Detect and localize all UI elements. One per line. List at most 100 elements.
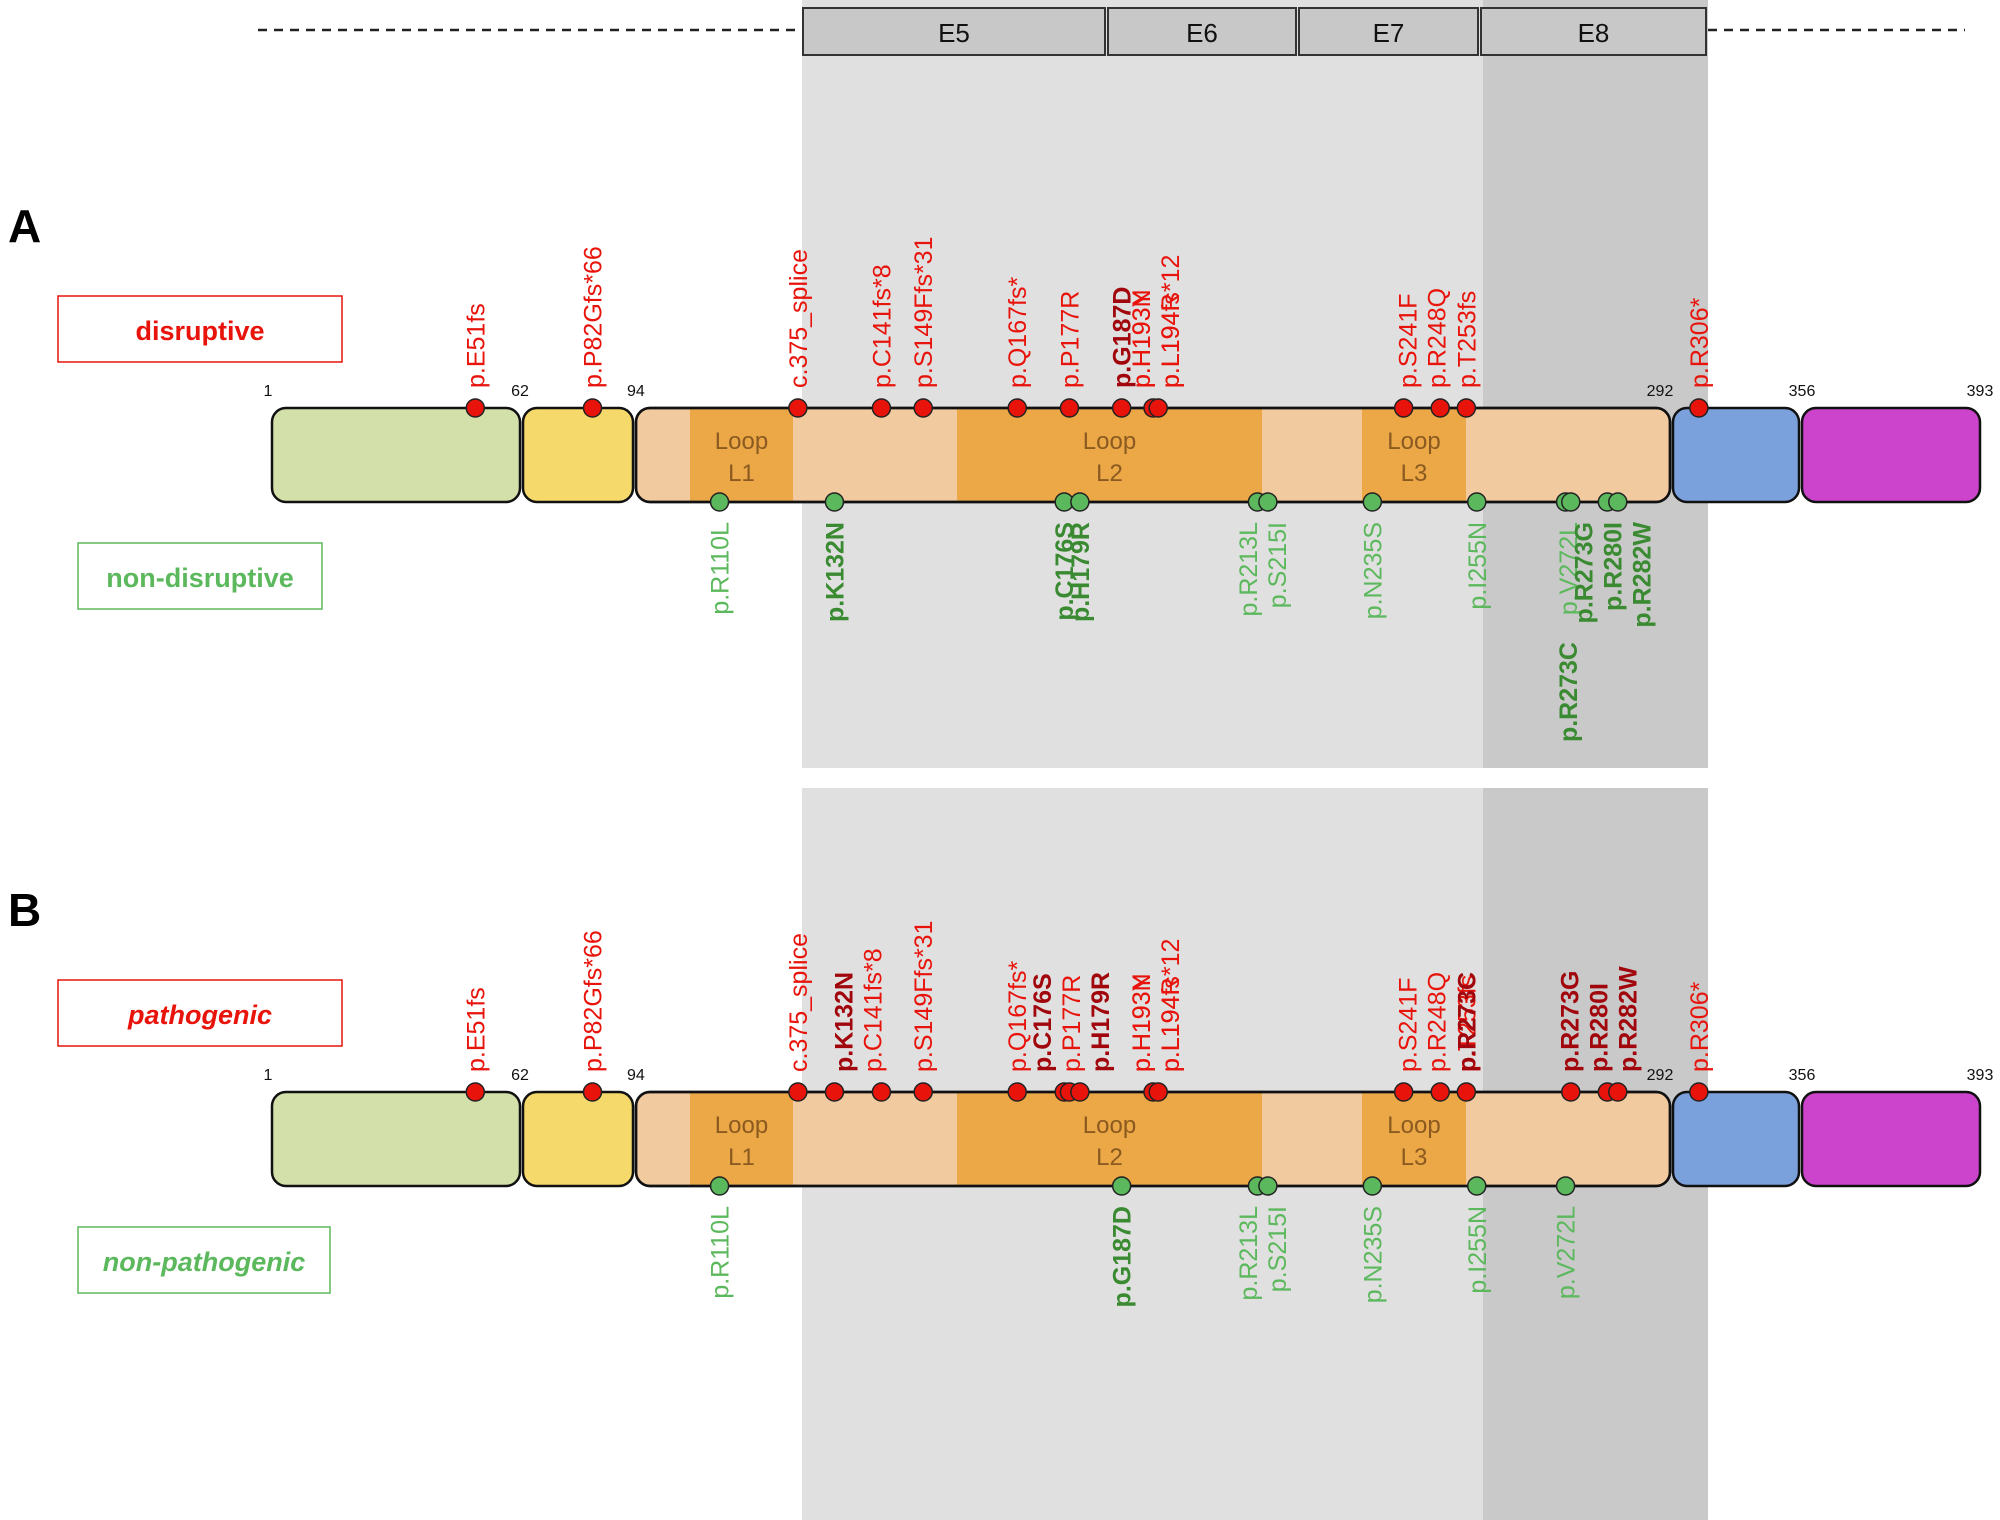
domain-1-62	[270, 1090, 522, 1188]
mutation-dot	[788, 1082, 808, 1102]
loop-label-line1: Loop	[715, 1112, 768, 1139]
mutation-label: c.375_splice	[785, 249, 813, 388]
mutation-dot	[1430, 398, 1450, 418]
domain-62-94	[521, 1090, 635, 1188]
mutation-dot	[1070, 492, 1090, 512]
mutation-label: p.R280I	[1600, 522, 1628, 611]
mutation-label: p.V272L	[1555, 522, 1583, 615]
mutation-dot	[1393, 398, 1414, 418]
residue-boundary-label: 393	[1967, 383, 1994, 400]
mutation-dot	[1689, 398, 1709, 418]
mutation-label: p.R273G	[1557, 971, 1585, 1072]
mutation-label: p.C141fs*8	[868, 264, 896, 388]
category-box-top	[57, 979, 343, 1047]
residue-boundary-label: 356	[1789, 1067, 1816, 1084]
mutation-label: p.Q167fs*	[1004, 277, 1032, 388]
domain-292-356	[1671, 406, 1801, 504]
mutation-label: p.S149Ffs*31	[910, 237, 938, 389]
mutation-label: p.P177R	[1058, 975, 1086, 1072]
mutation-label: p.R273G	[1571, 522, 1599, 623]
mutation-label: p.R282W	[1629, 522, 1657, 628]
residue-boundary-label: 356	[1789, 383, 1816, 400]
exon-label: E8	[1578, 18, 1610, 48]
loop-region	[957, 409, 1262, 501]
mutation-dot	[1007, 1082, 1027, 1102]
loop-region	[690, 1093, 793, 1185]
mutation-label: p.H193Y	[1128, 974, 1156, 1072]
mutation-label: p.V272L	[1553, 1206, 1581, 1299]
mutation-label: p.S241F	[1394, 977, 1422, 1072]
loop-label-line2: L3	[1401, 1144, 1428, 1171]
residue-boundary-label: 94	[627, 1067, 645, 1084]
exon-box	[1107, 7, 1297, 56]
mutation-label: p.P82Gfs*66	[580, 930, 608, 1072]
exon-label: E5	[938, 18, 970, 48]
domain-356-393	[1800, 406, 1982, 504]
panels-layer: Adisruptivenon-disruptiveLoopL1LoopL2Loo…	[8, 200, 1993, 1307]
loop-label-line2: L1	[728, 460, 755, 487]
residue-boundary-label: 62	[511, 383, 529, 400]
mutation-dot	[1689, 1082, 1709, 1102]
residue-boundary-label: 292	[1647, 1067, 1674, 1084]
mutation-label: p.S149Ffs*31	[910, 921, 938, 1073]
mutation-dot	[582, 1082, 603, 1102]
loop-region	[1362, 1093, 1466, 1185]
category-label-top: pathogenic	[127, 1000, 272, 1030]
mutation-dot	[824, 1082, 845, 1102]
mutation-dot	[1362, 492, 1383, 512]
mutation-label: p.I255N	[1464, 522, 1492, 610]
mutation-dot	[871, 1082, 892, 1102]
mutation-label: p.C176S	[1051, 522, 1079, 621]
loop-region	[1362, 409, 1466, 501]
mutation-label: p.R306*	[1686, 981, 1714, 1072]
exon-box	[802, 7, 1106, 56]
mutation-label: p.C176S	[1029, 973, 1057, 1072]
loop-label-line2: L1	[728, 1144, 755, 1171]
panel-letter: B	[8, 884, 41, 936]
residue-boundary-label: 1	[264, 1067, 273, 1084]
exon-shade-a	[802, 0, 1483, 768]
mutation-dot	[1561, 1082, 1581, 1102]
mutation-label: p.R110L	[707, 1206, 735, 1299]
mutation-label: p.N235S	[1359, 522, 1387, 619]
domain-1-62	[270, 406, 522, 504]
panel-letter: A	[8, 200, 41, 252]
mutation-dot	[1070, 1082, 1090, 1102]
mutation-label: p.R248Q	[1423, 288, 1451, 388]
mutation-label: p.H193N	[1128, 289, 1156, 388]
mutation-dot	[709, 1176, 730, 1196]
loop-label-line2: L2	[1096, 460, 1123, 487]
mutation-label: p.N235S	[1359, 1206, 1387, 1303]
mutation-dot	[1059, 398, 1080, 418]
mutation-dot	[1608, 1082, 1628, 1102]
mutation-dot	[1456, 1082, 1477, 1102]
mutation-dot	[824, 492, 845, 512]
mutation-dot	[1555, 1176, 1576, 1196]
mutation-dot	[1467, 492, 1487, 512]
mutation-label: p.R273C	[1453, 972, 1481, 1072]
mutation-dot	[709, 492, 730, 512]
mutation-label: p.R280I	[1586, 983, 1614, 1072]
exon8-shade-a	[1483, 0, 1708, 768]
residue-boundary-label: 94	[627, 383, 645, 400]
loop-label-line1: Loop	[1083, 428, 1136, 455]
mutation-label: p.S215I	[1264, 1206, 1292, 1292]
loop-label-line1: Loop	[1083, 1112, 1136, 1139]
mutation-label: p.S215I	[1264, 522, 1292, 608]
residue-boundary-label: 1	[264, 383, 273, 400]
mutation-label: p.L194R	[1157, 293, 1185, 388]
mutation-dot	[1456, 398, 1477, 418]
exon-box	[1480, 7, 1707, 56]
mutation-label: p.C141fs*8	[859, 948, 887, 1072]
residue-boundary-label: 393	[1967, 1067, 1994, 1084]
mutation-dot	[1467, 1176, 1487, 1196]
loop-label-line1: Loop	[1387, 428, 1440, 455]
loop-label-line1: Loop	[1387, 1112, 1440, 1139]
mutation-label: p.P82Gfs*66	[580, 246, 608, 388]
mutation-label: p.H179R	[1067, 522, 1095, 622]
mutation-label: p.H179R	[1087, 972, 1115, 1072]
mutation-label: p.R213L	[1235, 522, 1263, 617]
mutation-label: p.P177R	[1056, 291, 1084, 388]
